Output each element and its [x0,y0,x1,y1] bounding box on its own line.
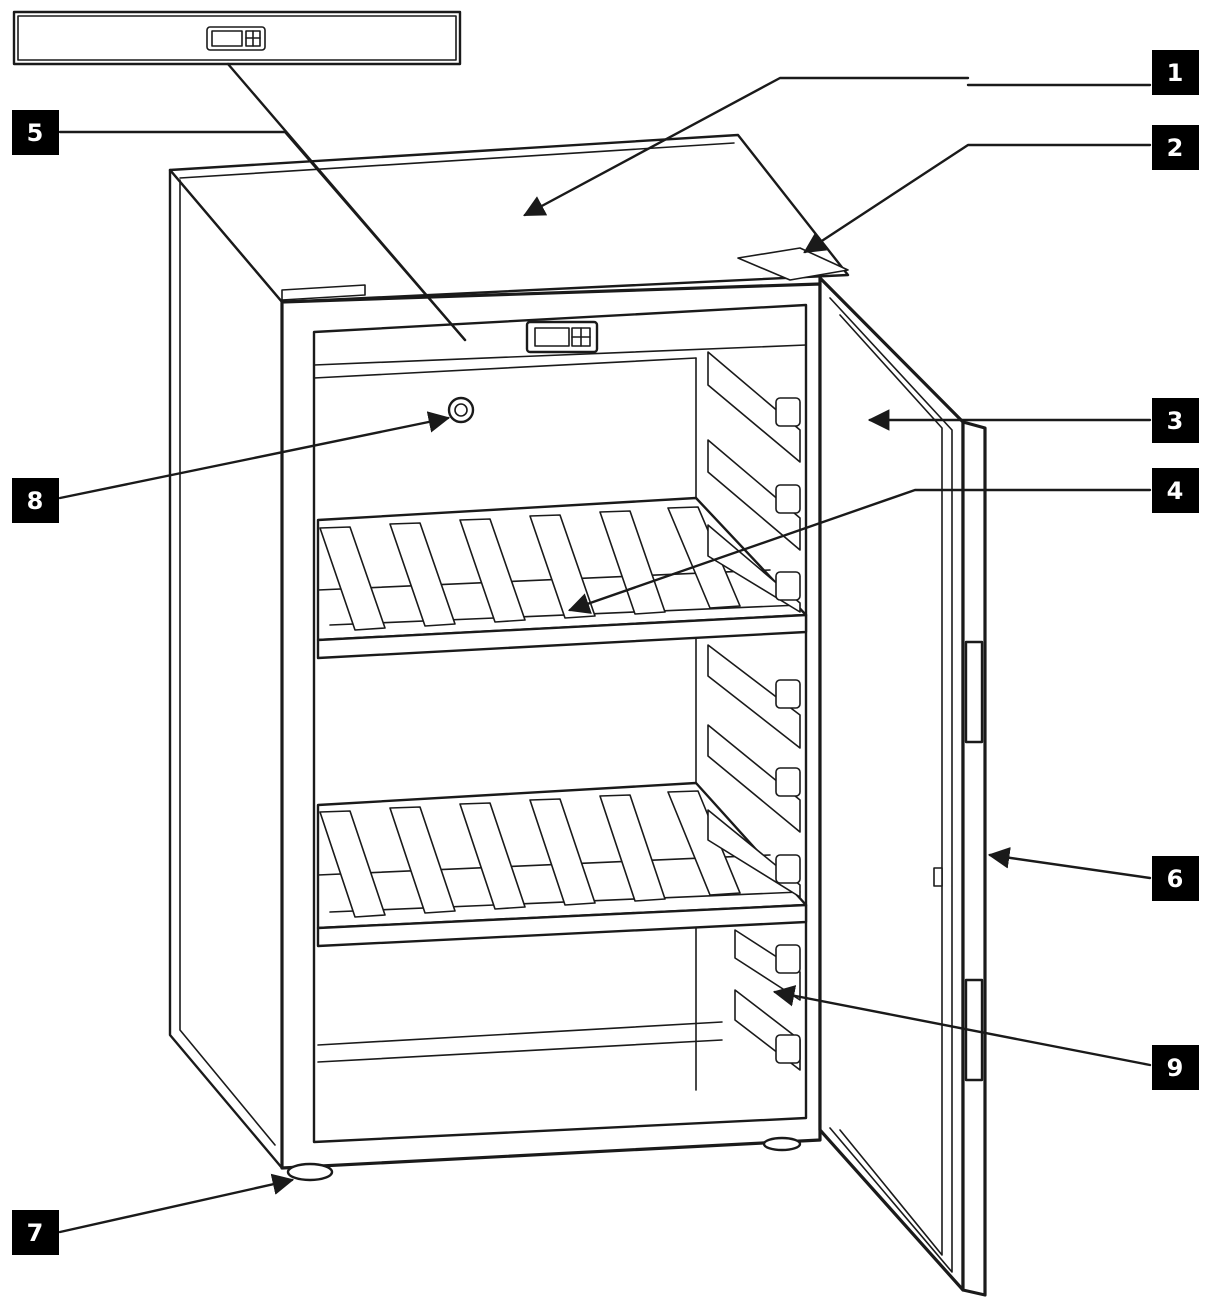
leader-lines [58,62,1152,1234]
callout-2: 2 [1152,125,1199,170]
callout-label-1: 1 [1167,59,1184,87]
shelf-middle [316,781,808,948]
callout-label-5: 5 [27,119,44,147]
callout-label-3: 3 [1167,407,1184,435]
adjustable-foot [286,1162,334,1182]
callout-label-6: 6 [1167,865,1184,893]
callout-label-2: 2 [1167,134,1184,162]
callout-8: 8 [12,478,59,523]
shelf-upper [316,496,808,660]
callout-6: 6 [1152,856,1199,901]
callout-3: 3 [1152,398,1199,443]
callout-label-8: 8 [27,487,44,515]
callout-label-7: 7 [27,1219,44,1247]
callout-9: 9 [1152,1045,1199,1090]
control-panel-inset [12,10,462,66]
callout-1: 1 [1152,50,1199,95]
callout-label-9: 9 [1167,1054,1184,1082]
door-handle-upper [964,640,984,744]
callout-label-4: 4 [1167,477,1184,505]
glass-door [737,247,987,1297]
display-panel [525,320,599,354]
callout-4: 4 [1152,468,1199,513]
callout-5: 5 [12,110,59,155]
callout-7: 7 [12,1210,59,1255]
side-rails [707,351,801,1071]
lock-icon [447,396,475,424]
